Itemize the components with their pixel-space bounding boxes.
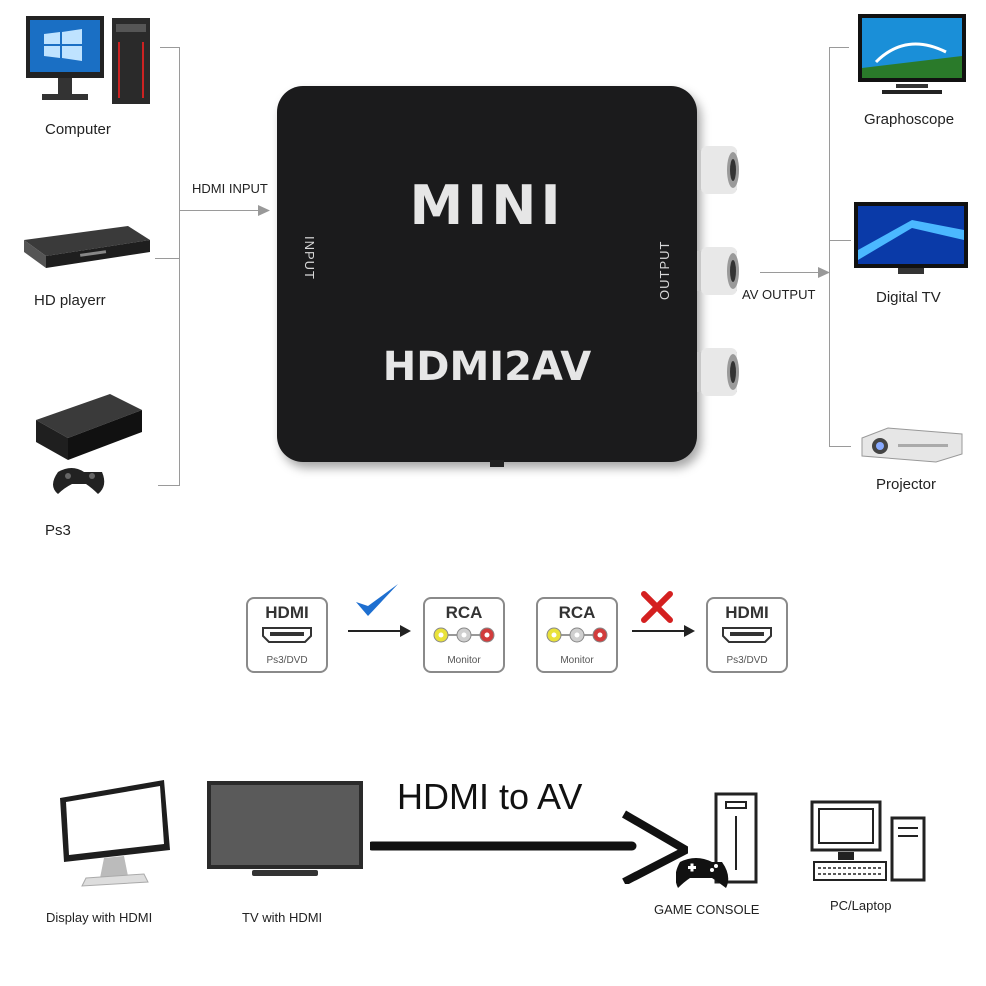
rca-monitor-card: RCA Monitor: [536, 597, 618, 673]
pc-icon: [810, 800, 926, 882]
rca-jack-icon: [697, 247, 739, 295]
card-subtitle: Ps3/DVD: [726, 655, 768, 666]
hdmi-input-label: HDMI INPUT: [192, 181, 268, 196]
game-console-label: GAME CONSOLE: [654, 902, 760, 917]
hdmi-source-card: HDMI Ps3/DVD: [246, 597, 328, 673]
output-arrow-line: [760, 272, 822, 273]
arrow-right-icon: [818, 267, 830, 278]
av-output-label: AV OUTPUT: [742, 287, 816, 302]
computer-icon: [26, 16, 150, 104]
hdmi-target-card: HDMI Ps3/DVD: [706, 597, 788, 673]
tv-label: TV with HDMI: [242, 910, 323, 925]
card-subtitle: Monitor: [560, 655, 594, 666]
headline: HDMI to AV: [397, 776, 583, 817]
usb-port: [490, 460, 504, 467]
bracket-line: [829, 47, 849, 48]
tv-icon: [207, 781, 363, 876]
monitor-icon: [60, 780, 170, 887]
display-label: Display with HDMI: [46, 910, 153, 925]
computer-label: Computer: [45, 121, 111, 138]
rca-jack-icon: [697, 146, 739, 194]
game-console-icon: [676, 792, 758, 888]
device-mini-text: MINI: [409, 174, 565, 237]
ps3-icon: [36, 394, 142, 494]
bracket-line: [829, 47, 830, 447]
bracket-line: [829, 240, 851, 241]
digital-tv-label: Digital TV: [876, 289, 941, 306]
graphoscope-icon: [858, 14, 966, 94]
arrow-right-icon: [348, 625, 411, 637]
input-side-label: INPUT: [302, 236, 317, 280]
projector-icon: [861, 427, 963, 463]
projector-label: Projector: [876, 476, 937, 493]
card-title: HDMI: [265, 603, 309, 622]
bracket-line: [155, 258, 180, 259]
big-arrow-icon: [370, 810, 688, 884]
bracket-line: [829, 446, 851, 447]
check-icon: [356, 584, 398, 616]
hdmi-port-icon: [262, 627, 312, 643]
rca-jack-icon: [697, 348, 739, 396]
device-model-text: HDMI2AV: [382, 344, 592, 390]
bracket-line: [160, 47, 180, 48]
card-subtitle: Monitor: [447, 655, 481, 666]
arrow-right-icon: [632, 625, 695, 637]
pc-label: PC/Laptop: [830, 898, 892, 913]
card-title: RCA: [445, 603, 483, 622]
graphoscope-label: Graphoscope: [864, 111, 955, 128]
bracket-line: [158, 485, 180, 486]
card-title: HDMI: [725, 603, 769, 622]
output-side-label: OUTPUT: [657, 240, 672, 300]
converter-device: MINI HDMI2AV INPUT OUTPUT: [277, 86, 697, 462]
rca-monitor-card: RCA Monitor: [423, 597, 505, 673]
rca-connectors-icon: [546, 627, 608, 643]
hd-player-icon: [24, 226, 150, 268]
cross-icon: [641, 591, 673, 623]
hdmi-port-icon: [722, 627, 772, 643]
input-arrow-line: [180, 210, 260, 211]
bracket-line: [179, 47, 180, 486]
card-title: RCA: [558, 603, 596, 622]
arrow-right-icon: [258, 205, 270, 216]
ps3-label: Ps3: [45, 522, 71, 539]
card-subtitle: Ps3/DVD: [266, 655, 308, 666]
hd-player-label: HD playerr: [34, 292, 106, 309]
rca-connectors-icon: [433, 627, 495, 643]
